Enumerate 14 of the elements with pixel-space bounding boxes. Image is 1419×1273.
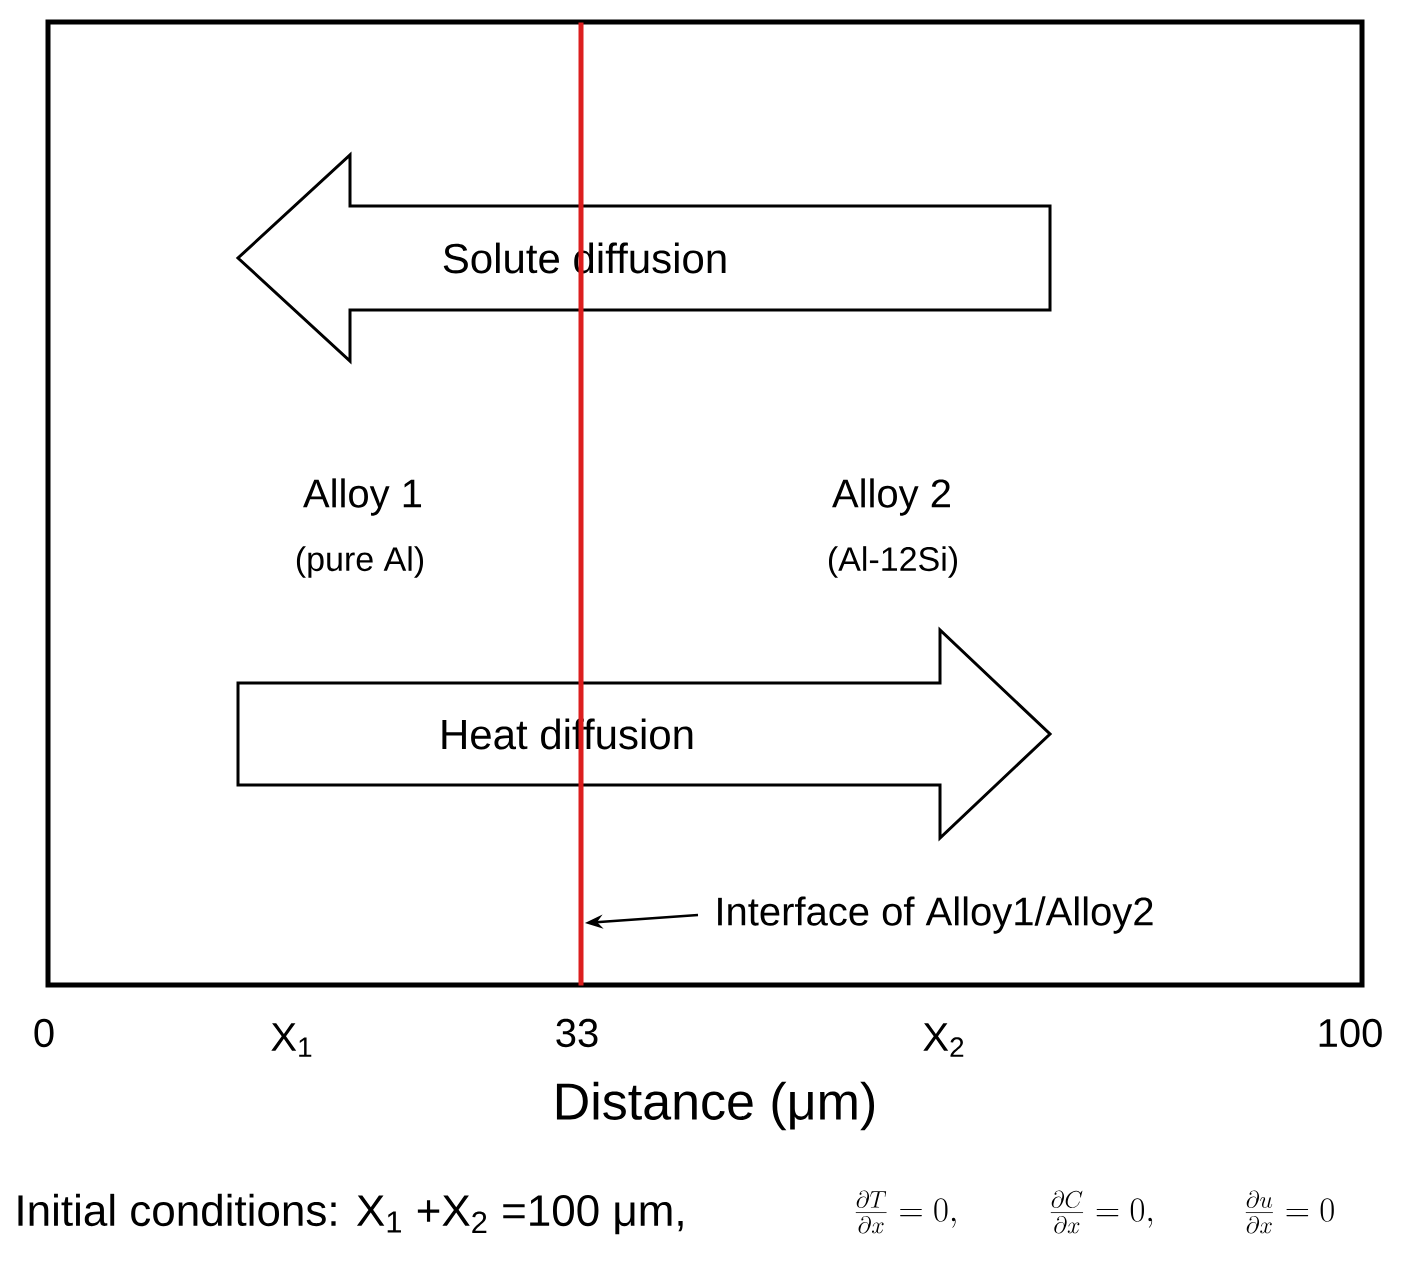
composition-label: (Al-12Si) bbox=[829, 546, 957, 578]
composition-label: (pure Al) bbox=[296, 546, 424, 578]
alloy-label: Alloy 2 bbox=[832, 478, 950, 516]
formula: $\frac{\partial T}{\partial x}=0,$ bbox=[855, 1190, 956, 1234]
tick-label: 0 bbox=[34, 1018, 54, 1048]
annotation-text: Interface of Alloy1/Alloy2 bbox=[718, 896, 1153, 934]
tick-label: 100 bbox=[1319, 1018, 1382, 1048]
tick-label: X$_{1}$ bbox=[271, 1023, 312, 1057]
formula: $\frac{\partial C}{\partial x}=0,$ bbox=[1050, 1190, 1153, 1234]
axis-label: Distance (μm) bbox=[556, 1081, 874, 1131]
alloy-label: Alloy 1 bbox=[303, 478, 422, 516]
formula: $\frac{\partial u}{\partial x}=0$ bbox=[1245, 1190, 1334, 1234]
tick-label: X$_{2}$ bbox=[923, 1023, 964, 1057]
condition-text: Initial conditions: X$_{1}$ +X$_{2}$ =100 μm, bbox=[18, 1193, 683, 1235]
